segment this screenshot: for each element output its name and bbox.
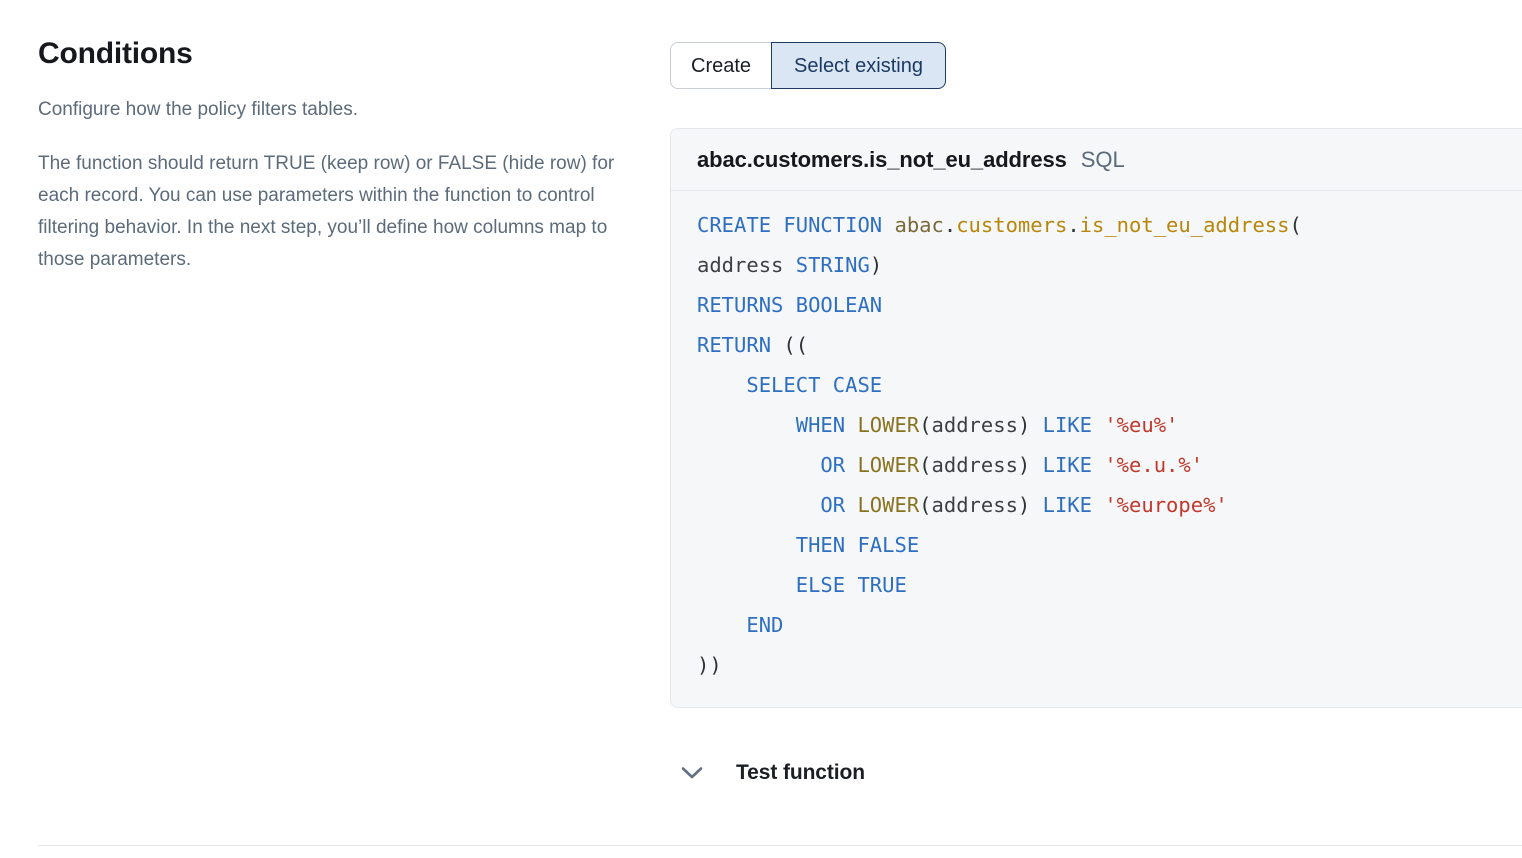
function-source-segmented-control: Create Select existing	[670, 42, 946, 89]
description-paragraph-1: Configure how the policy filters tables.	[38, 99, 358, 120]
left-description-column: Conditions Configure how the policy filt…	[38, 36, 648, 298]
right-content-column: Create Select existing abac.customers.is…	[670, 0, 1522, 858]
tab-create[interactable]: Create	[670, 42, 772, 89]
page-title: Conditions	[38, 37, 193, 70]
chevron-down-icon	[678, 759, 706, 787]
language-badge: SQL	[1080, 146, 1125, 172]
bottom-divider	[38, 845, 1522, 846]
description-paragraph-2: The function should return TRUE (keep ro…	[38, 153, 615, 270]
function-name-label: abac.customers.is_not_eu_address	[697, 146, 1067, 172]
sql-code-block: CREATE FUNCTION abac.customers.is_not_eu…	[697, 213, 1302, 677]
function-preview-card: abac.customers.is_not_eu_address SQL CRE…	[670, 128, 1522, 708]
tab-select-existing[interactable]: Select existing	[771, 42, 946, 89]
test-function-label: Test function	[736, 761, 865, 784]
test-function-toggle[interactable]: Test function	[678, 752, 865, 794]
function-preview-header: abac.customers.is_not_eu_address SQL	[671, 129, 1522, 191]
function-preview-body: CREATE FUNCTION abac.customers.is_not_eu…	[671, 191, 1522, 707]
